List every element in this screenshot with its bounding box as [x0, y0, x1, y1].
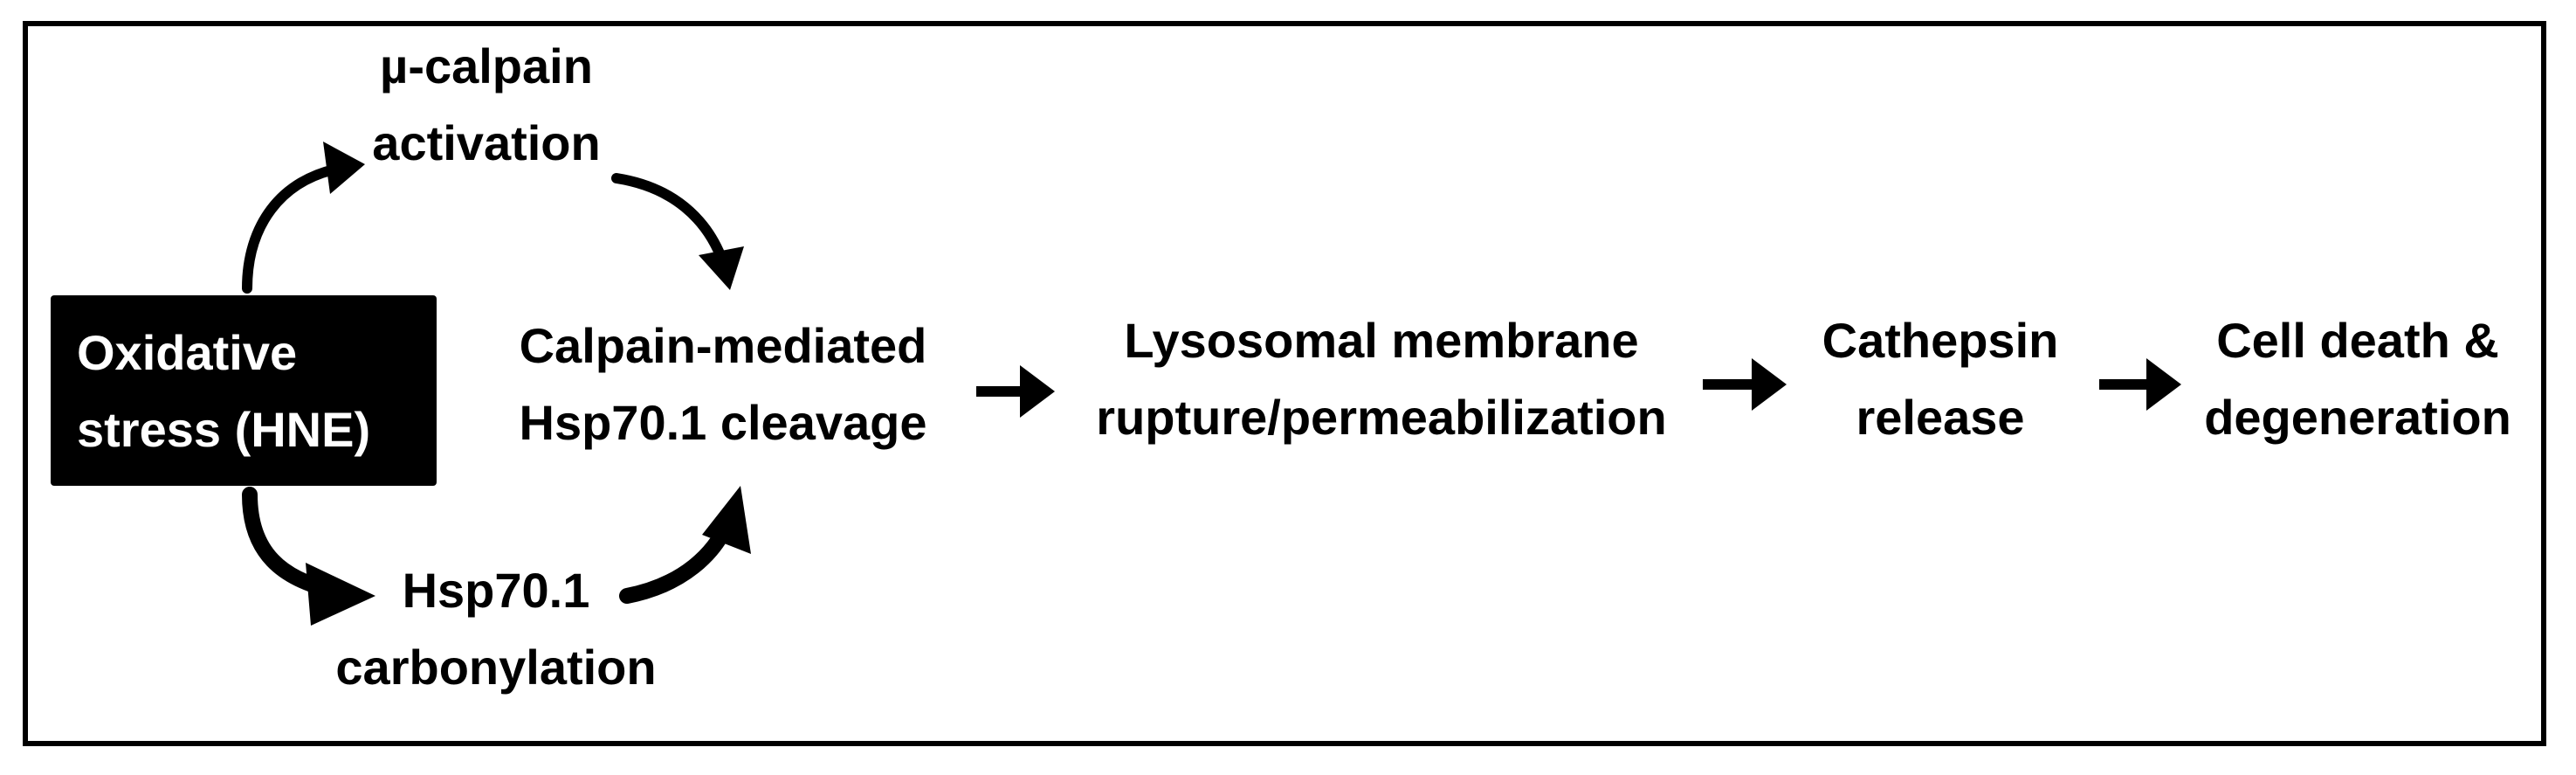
lysosomal-node: Lysosomal membrane rupture/permeabilizat…	[1064, 302, 1699, 456]
arrowhead-calpain-to-cleavage	[699, 246, 744, 290]
arrow-stress-to-calpain	[242, 163, 348, 294]
lysosomal-line2: rupture/permeabilization	[1096, 390, 1667, 445]
cleavage-node: Calpain-mediated Hsp70.1 cleavage	[479, 308, 968, 461]
carbonylation-line2: carbonylation	[335, 640, 657, 695]
oxidative-stress-label: Oxidative stress (HNE)	[77, 315, 370, 468]
calpain-activation-node: µ-calpain activation	[342, 28, 630, 182]
cell-death-line2: degeneration	[2204, 390, 2511, 445]
arrowhead-cathepsin-to-cell-death	[2146, 358, 2181, 411]
arrowhead-stress-to-calpain	[323, 142, 365, 194]
oxidative-stress-node: Oxidative stress (HNE)	[51, 295, 437, 486]
cathepsin-line1: Cathepsin	[1822, 313, 2059, 368]
cleavage-line1: Calpain-mediated	[519, 318, 927, 373]
arrowhead-lysosomal-to-cathepsin	[1752, 358, 1787, 411]
cleavage-line2: Hsp70.1 cleavage	[519, 395, 927, 450]
cell-death-line1: Cell death &	[2216, 313, 2499, 368]
oxidative-stress-line1: Oxidative	[77, 325, 298, 380]
carbonylation-line1: Hsp70.1	[402, 563, 590, 618]
carbonylation-node: Hsp70.1 carbonylation	[313, 552, 679, 706]
calpain-activation-line2: activation	[372, 115, 601, 170]
cathepsin-line2: release	[1856, 390, 2025, 445]
arrowhead-cleavage-to-lysosomal	[1020, 365, 1055, 418]
calpain-activation-line1: µ-calpain	[380, 38, 593, 93]
arrowhead-carbonylation-to-cleavage	[702, 486, 751, 554]
cell-death-node: Cell death & degeneration	[2188, 302, 2527, 456]
oxidative-stress-line2: stress (HNE)	[77, 402, 371, 457]
arrow-calpain-to-cleavage	[611, 173, 728, 267]
arrowhead-stress-to-carbonylation	[306, 563, 375, 626]
cathepsin-node: Cathepsin release	[1792, 302, 2089, 456]
lysosomal-line1: Lysosomal membrane	[1124, 313, 1639, 368]
